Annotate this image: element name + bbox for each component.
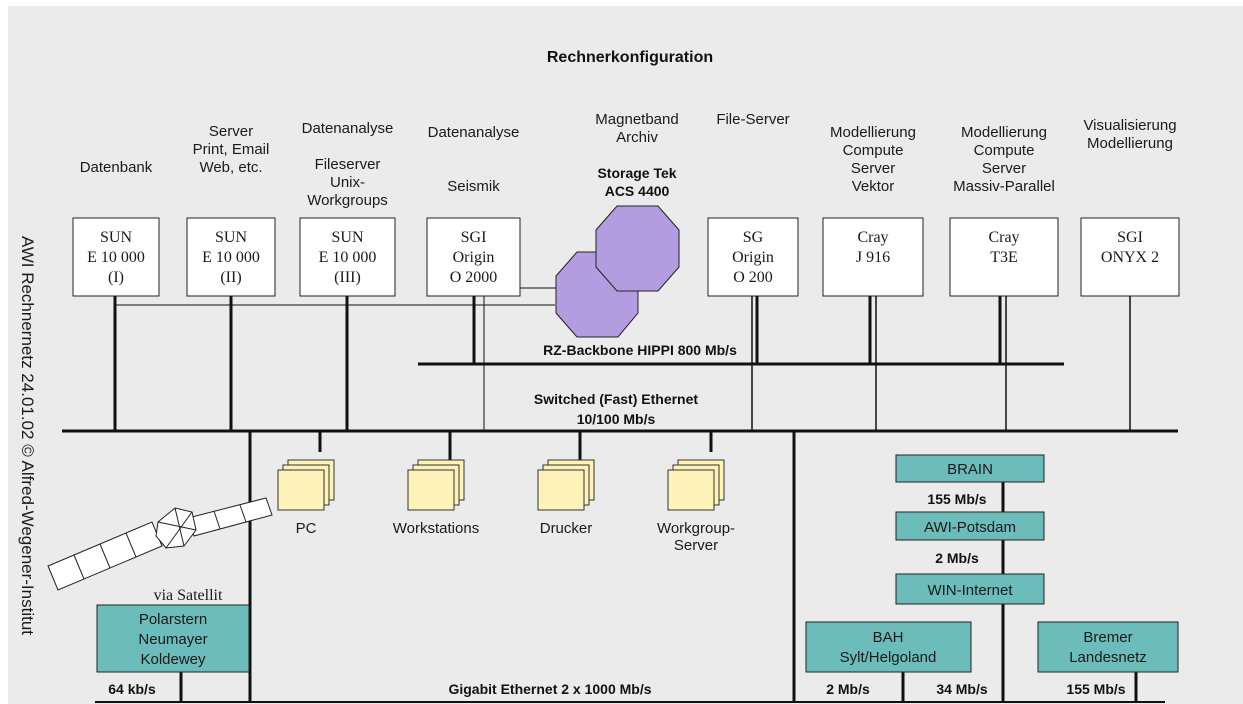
server-box-s3 (299, 217, 396, 297)
server-box-text-s6: J 916 (856, 249, 890, 266)
server-box-text-s3: (III) (334, 269, 361, 286)
potsdam-box (895, 511, 1045, 541)
server-box-s1 (72, 217, 160, 297)
server-label-s2: Server (209, 123, 253, 140)
server-box-text-s4: Origin (453, 249, 495, 266)
server-box-text-s6: Cray (857, 229, 888, 246)
potsdam-speed: 2 Mb/s (935, 550, 979, 566)
client-label-wg: Server (674, 537, 718, 554)
server-label-s5: File-Server (716, 111, 789, 128)
server-label-s6: Compute (843, 142, 904, 159)
server-box-text-s2: (II) (220, 269, 241, 286)
gigabit-label: Gigabit Ethernet 2 x 1000 Mb/s (448, 681, 651, 697)
tape-octagon-icon (595, 205, 680, 292)
bah-speed: 2 Mb/s (826, 681, 870, 697)
bremen-speed: 155 Mb/s (1066, 681, 1125, 697)
server-box-text-s5: O 200 (733, 269, 773, 286)
win-label: WIN-Internet (927, 582, 1013, 599)
server-box-text-s5: SG (743, 229, 764, 246)
win-speed: 34 Mb/s (936, 681, 988, 697)
bah-label-2: Sylt/Helgoland (840, 649, 937, 666)
polarstern-box-text: Koldewey (140, 651, 206, 668)
win-box (895, 573, 1045, 605)
server-box-text-s4: SGI (461, 229, 487, 246)
diagram-title: Rechnerkonfiguration (547, 49, 713, 66)
server-label-s7: Modellierung (961, 124, 1047, 141)
client-label-wg: Workgroup- (657, 520, 735, 537)
bremen-label-1: Bremer (1083, 629, 1132, 646)
server-label-s2: Print, Email (193, 141, 270, 158)
polarstern-box-text: Polarstern (139, 611, 207, 628)
folder-stack-icon (667, 459, 725, 511)
server-box-text-s1: SUN (100, 229, 132, 246)
folder-stack-icon (277, 459, 335, 511)
bremen-box (1037, 621, 1179, 673)
satellite-speed: 64 kb/s (108, 681, 156, 697)
potsdam-label: AWI-Potsdam (924, 519, 1016, 536)
brain-speed: 155 Mb/s (927, 491, 986, 507)
satellite-icon (47, 497, 273, 591)
server-box-text-s3: SUN (331, 229, 363, 246)
ethernet-label-1: Switched (Fast) Ethernet (534, 391, 698, 407)
server-label-s7: Server (982, 160, 1026, 177)
server-label-s8: Modellierung (1087, 135, 1173, 152)
storage-tek-archive (555, 205, 680, 338)
server-box-s6 (822, 217, 924, 297)
bah-label-1: BAH (873, 629, 904, 646)
server-box-text-s3: E 10 000 (319, 249, 377, 266)
server-label-s1: Datenbank (80, 159, 153, 176)
hippi-label: RZ-Backbone HIPPI 800 Mb/s (543, 342, 737, 358)
server-box-s7 (949, 217, 1059, 297)
client-label-ws: Workstations (393, 520, 479, 537)
satellite-label: via Satellit (154, 587, 223, 604)
archive-label: Magnetband (595, 111, 678, 128)
server-box-s2 (186, 217, 276, 297)
client-label-pc: PC (296, 520, 317, 537)
ethernet-label-2: 10/100 Mb/s (577, 411, 656, 427)
polarstern-box-text: Neumayer (138, 631, 207, 648)
folder-stack-icon (537, 459, 595, 511)
server-label-s3: Workgroups (307, 192, 388, 209)
server-box-text-s2: SUN (215, 229, 247, 246)
server-box-text-s7: T3E (990, 249, 1018, 266)
archive-label: Archiv (616, 129, 658, 146)
server-label-s2: Web, etc. (199, 159, 262, 176)
server-label-s3: Fileserver (315, 156, 381, 173)
server-label-s6: Vektor (852, 178, 895, 195)
server-box-text-s5: Origin (732, 249, 774, 266)
server-box-text-s4: O 2000 (450, 269, 498, 286)
server-box-s8 (1080, 217, 1180, 297)
server-label-s6: Modellierung (830, 124, 916, 141)
server-label-s7: Compute (974, 142, 1035, 159)
server-label-s4: Seismik (447, 178, 500, 195)
server-box-text-s7: Cray (988, 229, 1019, 246)
server-box-text-s8: ONYX 2 (1101, 249, 1159, 266)
server-box-text-s8: SGI (1117, 229, 1143, 246)
server-label-s3: Unix- (330, 174, 365, 191)
server-label-s6: Server (851, 160, 895, 177)
network-lines (62, 287, 1178, 703)
server-label-s8: Visualisierung (1083, 117, 1176, 134)
server-box-text-s1: (I) (108, 269, 124, 286)
server-label-s3: Datenanalyse (302, 120, 394, 137)
bremen-label-2: Landesnetz (1069, 649, 1147, 666)
brain-box (895, 454, 1045, 483)
folder-stack-icon (407, 459, 465, 511)
archive-name: Storage Tek (597, 165, 676, 181)
bah-box (805, 621, 972, 673)
server-box-text-s1: E 10 000 (87, 249, 145, 266)
server-box-text-s2: E 10 000 (202, 249, 260, 266)
client-label-dr: Drucker (540, 520, 593, 537)
copyright-side-text: AWI Rechnernetz 24.01.02 © Alfred-Wegene… (18, 236, 37, 635)
brain-label: BRAIN (947, 461, 993, 478)
server-label-s7: Massiv-Parallel (953, 178, 1055, 195)
server-box-s5 (707, 217, 799, 297)
polarstern-box (96, 604, 250, 673)
server-label-s4: Datenanalyse (428, 124, 520, 141)
archive-name: ACS 4400 (605, 183, 670, 199)
